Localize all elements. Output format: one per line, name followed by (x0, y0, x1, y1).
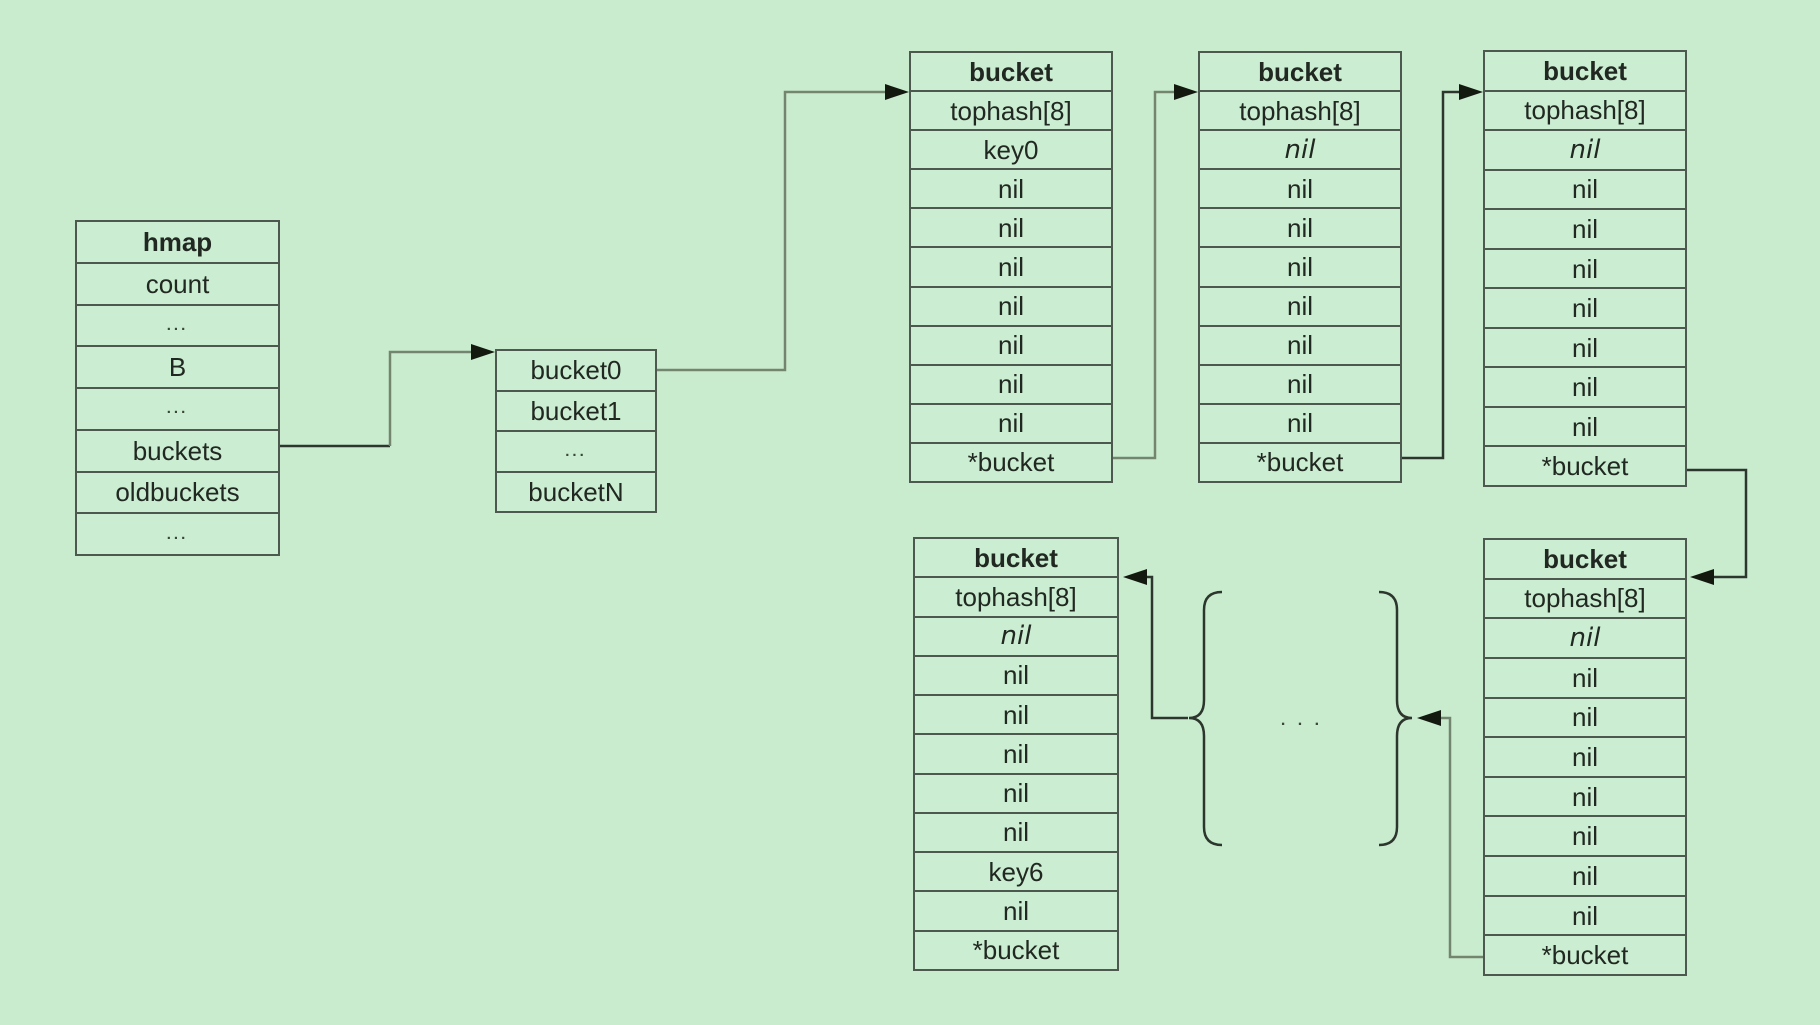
struct-field-row: nil (1200, 129, 1400, 168)
struct-field-row: nil (1200, 285, 1400, 325)
arrow-left-icon (1690, 569, 1714, 585)
struct-field-row: key0 (911, 129, 1111, 168)
connector-ellipsis-to-bucket-4 (1147, 575, 1188, 720)
struct-field-row: nil (1200, 402, 1400, 442)
struct-field-row: tophash[8] (915, 576, 1117, 615)
arrow-right-icon (471, 344, 495, 360)
struct-field-row: nil (1485, 656, 1685, 697)
struct-field-row: nil (1485, 894, 1685, 935)
struct-field-row: *bucket (915, 929, 1117, 969)
struct-field-row: *bucket (1485, 445, 1685, 485)
struct-field-row: nil (915, 811, 1117, 851)
struct-field-row: nil (1485, 287, 1685, 327)
struct-header-row: bucket (969, 56, 1053, 87)
struct-field-row: *bucket (911, 441, 1111, 481)
struct-field-row: ... (77, 387, 278, 429)
struct-field-row: ... (497, 430, 655, 471)
struct-field-row: nil (911, 363, 1111, 403)
struct-field-row: *bucket (1200, 441, 1400, 481)
struct-field-row: nil (1200, 207, 1400, 246)
struct-field-row: B (77, 345, 278, 387)
struct-field-row: bucketN (497, 470, 655, 512)
struct-field-row: tophash[8] (911, 90, 1111, 129)
arrow-right-icon (1174, 84, 1198, 100)
arrow-right-icon (1459, 84, 1483, 100)
struct-header-row: bucket (1543, 543, 1627, 574)
struct-field-row: nil (1485, 696, 1685, 737)
struct-field-row: nil (915, 694, 1117, 733)
struct-field-row: nil (1200, 246, 1400, 285)
struct-field-row: bucket1 (497, 389, 655, 431)
right-curly-brace (1378, 590, 1413, 847)
arrow-left-icon (1417, 710, 1441, 726)
struct-field-row: *bucket (1485, 934, 1685, 974)
struct-field-row: nil (911, 246, 1111, 285)
struct-field-row: tophash[8] (1485, 577, 1685, 618)
overflow-chain-ellipsis: . . . (1280, 712, 1324, 729)
left-curly-brace (1188, 590, 1223, 847)
struct-header-row: bucket (1543, 55, 1627, 86)
struct-field-row: nil (915, 654, 1117, 694)
connector-overflow-1-to-2 (1113, 90, 1175, 460)
struct-field-row: count (77, 261, 278, 304)
struct-field-row: nil (1485, 208, 1685, 248)
arrow-right-icon (885, 84, 909, 100)
struct-header-row: hmap (142, 226, 213, 257)
struct-field-row: nil (1485, 366, 1685, 406)
struct-field-row: ... (77, 512, 278, 554)
struct-field-row: ... (77, 303, 278, 346)
struct-header-row: bucket (974, 542, 1058, 573)
struct-field-row: nil (1485, 247, 1685, 288)
struct-field-row: nil (1485, 855, 1685, 895)
struct-field-row: nil (1485, 326, 1685, 367)
connector-overflow-3-to-5 (1687, 468, 1748, 579)
struct-field-row: oldbuckets (77, 470, 278, 513)
struct-field-row: nil (915, 733, 1117, 772)
connector-hmap-buckets-to-bucket-array-2 (388, 350, 472, 446)
struct-field-row: nil (1485, 775, 1685, 816)
connector-bucket0-to-bucket-1 (657, 90, 886, 372)
struct-field-row: nil (1485, 405, 1685, 446)
arrow-left-icon (1123, 569, 1147, 585)
connector-overflow-5-to-ellipsis (1441, 716, 1483, 959)
struct-field-row: tophash[8] (1200, 90, 1400, 129)
struct-field-row: nil (915, 890, 1117, 929)
struct-field-row: nil (1485, 168, 1685, 209)
struct-field-row: nil (1485, 129, 1685, 169)
struct-header-row: bucket (1258, 56, 1342, 87)
struct-field-row: bucket0 (530, 355, 622, 386)
struct-field-row: nil (911, 168, 1111, 207)
struct-field-row: nil (1200, 168, 1400, 207)
struct-field-row: nil (911, 207, 1111, 246)
struct-field-row: nil (1485, 736, 1685, 776)
struct-field-row: nil (1200, 324, 1400, 364)
struct-field-row: nil (1200, 363, 1400, 403)
struct-field-row: nil (1485, 815, 1685, 855)
struct-field-row: key6 (915, 851, 1117, 890)
struct-field-row: nil (911, 324, 1111, 364)
struct-field-row: nil (915, 772, 1117, 812)
connector-overflow-2-to-3 (1402, 90, 1460, 460)
struct-field-row: tophash[8] (1485, 89, 1685, 130)
struct-field-row: buckets (77, 428, 278, 471)
struct-field-row: nil (911, 402, 1111, 442)
struct-field-row: nil (1485, 617, 1685, 657)
struct-field-row: nil (911, 285, 1111, 325)
struct-field-row: nil (915, 615, 1117, 655)
